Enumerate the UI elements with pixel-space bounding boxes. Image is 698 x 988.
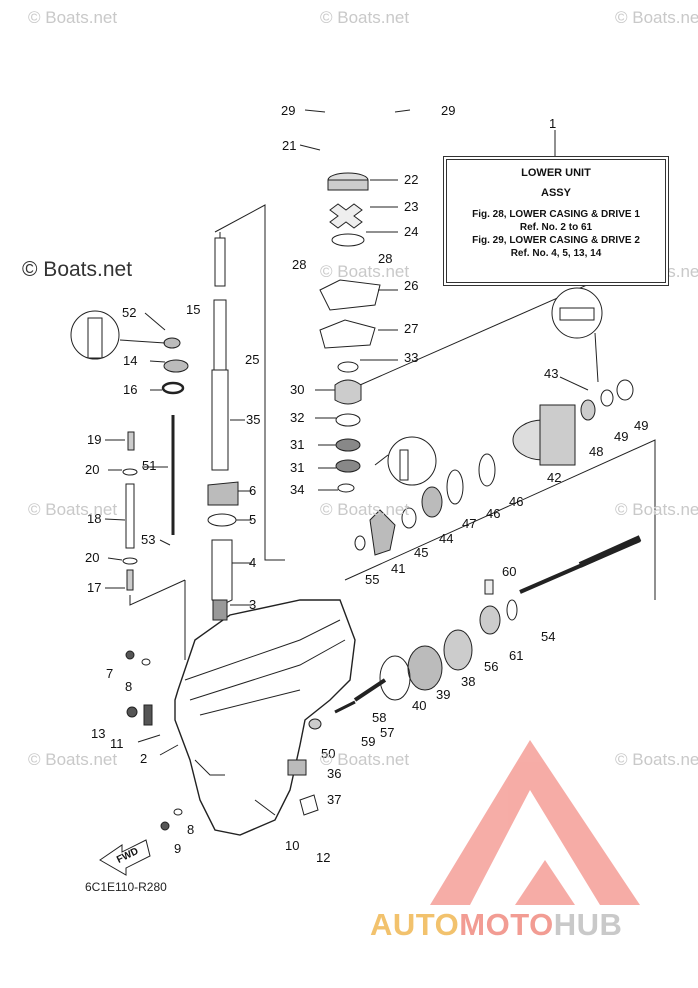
callout-50: 50: [321, 746, 335, 761]
callout-6: 6: [249, 483, 256, 498]
callout-34: 34: [290, 482, 304, 497]
callout-28a: 28: [292, 257, 306, 272]
callout-11: 11: [110, 736, 124, 751]
diagram-code: 6C1E110-R280: [85, 880, 167, 894]
watermark: © Boats.net: [28, 8, 118, 27]
watermark: © Boats.net: [320, 500, 410, 519]
callout-4: 4: [249, 555, 256, 570]
legend-box: LOWER UNIT ASSY Fig. 28, LOWER CASING & …: [443, 156, 669, 286]
callout-8a: 8: [125, 679, 132, 694]
callout-59: 59: [361, 734, 375, 749]
callout-7: 7: [106, 666, 113, 681]
callout-1: 1: [549, 116, 556, 131]
callout-8b: 8: [187, 822, 194, 837]
callout-45: 45: [414, 545, 428, 560]
watermark: © Boats.net: [320, 8, 410, 27]
callout-21: 21: [282, 138, 296, 153]
callout-42: 42: [547, 470, 561, 485]
callout-20b: 20: [85, 550, 99, 565]
callout-43: 43: [544, 366, 558, 381]
callout-54: 54: [541, 629, 555, 644]
callout-27: 27: [404, 321, 418, 336]
legend-line-1: Fig. 28, LOWER CASING & DRIVE 1: [472, 209, 640, 220]
callout-36: 36: [327, 766, 341, 781]
callout-18: 18: [87, 511, 101, 526]
callout-38: 38: [461, 674, 475, 689]
watermark: © Boats.net: [28, 500, 118, 519]
callout-49a: 49: [614, 429, 628, 444]
callout-14: 14: [123, 353, 137, 368]
callout-15: 15: [186, 302, 200, 317]
callout-33: 33: [404, 350, 418, 365]
callout-23: 23: [404, 199, 418, 214]
legend-title: LOWER UNIT: [521, 167, 591, 179]
callout-40: 40: [412, 698, 426, 713]
callout-22: 22: [404, 172, 418, 187]
callout-52: 52: [122, 305, 136, 320]
callout-44: 44: [439, 531, 453, 546]
callout-20a: 20: [85, 462, 99, 477]
callout-9: 9: [174, 841, 181, 856]
watermark: © Boats.net: [615, 750, 698, 769]
callout-47: 47: [462, 516, 476, 531]
callout-13: 13: [91, 726, 105, 741]
watermark: © Boats.net: [615, 500, 698, 519]
callout-31a: 31: [290, 437, 304, 452]
callout-32: 32: [290, 410, 304, 425]
callout-31b: 31: [290, 460, 304, 475]
brand-part-hub: HUB: [553, 907, 623, 942]
callout-19: 19: [87, 432, 101, 447]
watermark: © Boats.net: [615, 8, 698, 27]
watermark: © Boats.net: [28, 750, 118, 769]
watermark: © Boats.net: [320, 750, 410, 769]
callout-25: 25: [245, 352, 259, 367]
callout-56: 56: [484, 659, 498, 674]
callout-37: 37: [327, 792, 341, 807]
callout-29a: 29: [281, 103, 295, 118]
callout-10: 10: [285, 838, 299, 853]
legend-line-2: Ref. No. 2 to 61: [519, 222, 593, 233]
callout-24: 24: [404, 224, 418, 239]
brand-part-auto: AUTO: [370, 907, 460, 942]
callout-17: 17: [87, 580, 101, 595]
brand-part-moto: MOTO: [459, 907, 554, 942]
callout-39: 39: [436, 687, 450, 702]
callout-46a: 46: [486, 506, 500, 521]
callout-35: 35: [246, 412, 260, 427]
watermark: © Boats.net: [320, 262, 410, 281]
callout-2: 2: [140, 751, 147, 766]
callout-46b: 46: [509, 494, 523, 509]
callout-55: 55: [365, 572, 379, 587]
callout-53: 53: [141, 532, 155, 547]
callout-48: 48: [589, 444, 603, 459]
callout-29b: 29: [441, 103, 455, 118]
callout-61: 61: [509, 648, 523, 663]
callout-60: 60: [502, 564, 516, 579]
callout-49b: 49: [634, 418, 648, 433]
legend-subtitle: ASSY: [541, 187, 571, 199]
legend-line-4: Ref. No. 4, 5, 13, 14: [510, 248, 602, 259]
callout-16: 16: [123, 382, 137, 397]
callout-3: 3: [249, 597, 256, 612]
watermark-large: © Boats.net: [22, 258, 133, 281]
callout-57: 57: [380, 725, 394, 740]
callout-26: 26: [404, 278, 418, 293]
callout-51: 51: [142, 458, 156, 473]
legend-line-3: Fig. 29, LOWER CASING & DRIVE 2: [472, 235, 640, 246]
callout-58: 58: [372, 710, 386, 725]
callout-41: 41: [391, 561, 405, 576]
callout-28b: 28: [378, 251, 392, 266]
callout-30: 30: [290, 382, 304, 397]
callout-12: 12: [316, 850, 330, 865]
callout-5: 5: [249, 512, 256, 527]
brand-wordmark: AUTOMOTOHUB: [370, 907, 622, 943]
automotohub-logo-mark: [430, 740, 640, 905]
